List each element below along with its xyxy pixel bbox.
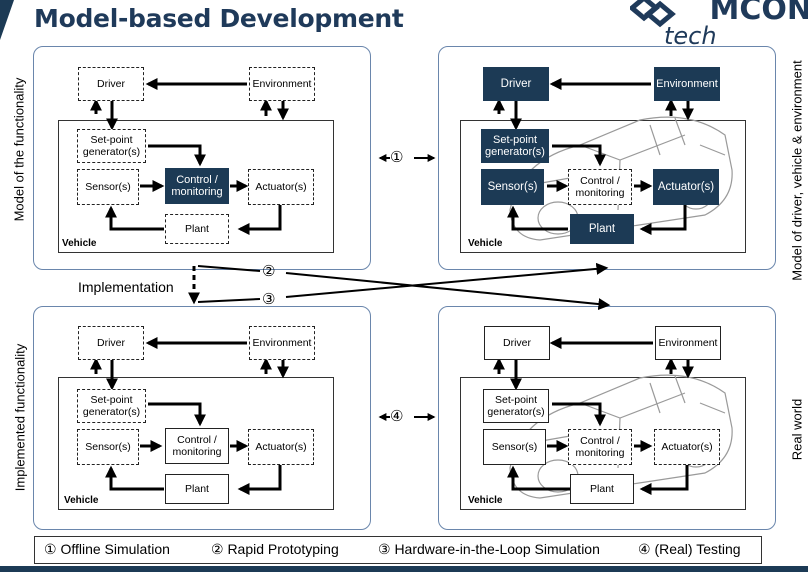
setpoint-generator-block: Set-point generator(s): [481, 129, 549, 163]
driver-block: Driver: [78, 67, 144, 101]
legend-hil-simulation: ③ Hardware-in-the-Loop Simulation: [378, 541, 600, 557]
driver-block: Driver: [484, 326, 550, 360]
environment-block: Environment: [249, 67, 315, 101]
legend-frame: [34, 536, 762, 564]
path-number-3: ③: [262, 290, 276, 308]
actuator-block: Actuator(s): [248, 429, 314, 465]
driver-block: Driver: [483, 67, 549, 101]
control-monitoring-block: Control / monitoring: [165, 168, 229, 204]
control-monitoring-block: Control / monitoring: [568, 169, 632, 205]
actuator-block: Actuator(s): [654, 429, 720, 465]
bottom-bar: [0, 566, 808, 572]
plant-block: Plant: [570, 474, 634, 504]
sensor-block: Sensor(s): [77, 169, 139, 205]
plant-block: Plant: [570, 214, 634, 244]
legend-rapid-prototyping: ② Rapid Prototyping: [211, 541, 339, 557]
plant-block: Plant: [165, 474, 229, 504]
setpoint-generator-block: Set-point generator(s): [77, 129, 146, 163]
plant-block: Plant: [165, 214, 229, 244]
vehicle-label: Vehicle: [62, 238, 97, 249]
driver-block: Driver: [78, 326, 144, 360]
sensor-block: Sensor(s): [483, 429, 546, 465]
vehicle-label: Vehicle: [64, 495, 99, 506]
vehicle-label: Vehicle: [468, 495, 503, 506]
page-title: Model-based Development: [34, 4, 404, 33]
path-number-1: ①: [390, 148, 404, 166]
left-accent-stripe: [0, 0, 14, 40]
path-number-2: ②: [262, 262, 276, 280]
path-number-4: ④: [390, 407, 404, 425]
sensor-block: Sensor(s): [77, 429, 139, 465]
actuator-block: Actuator(s): [653, 169, 719, 205]
logo-text: MCON: [709, 0, 808, 27]
environment-block: Environment: [249, 326, 315, 360]
setpoint-generator-block: Set-point generator(s): [77, 389, 146, 423]
logo-subtext: tech: [664, 22, 717, 50]
vehicle-label: Vehicle: [468, 238, 503, 249]
environment-block: Environment: [654, 67, 720, 101]
legend-offline-simulation: ① Offline Simulation: [44, 541, 170, 557]
logo-icon: [630, 0, 676, 28]
legend-real-testing: ④ (Real) Testing: [638, 541, 741, 557]
actuator-block: Actuator(s): [248, 169, 314, 205]
control-monitoring-block: Control / monitoring: [568, 429, 632, 465]
control-monitoring-block: Control / monitoring: [165, 428, 229, 464]
sensor-block: Sensor(s): [481, 169, 544, 205]
environment-block: Environment: [655, 326, 721, 360]
setpoint-generator-block: Set-point generator(s): [483, 389, 549, 423]
implementation-label: Implementation: [78, 279, 174, 295]
